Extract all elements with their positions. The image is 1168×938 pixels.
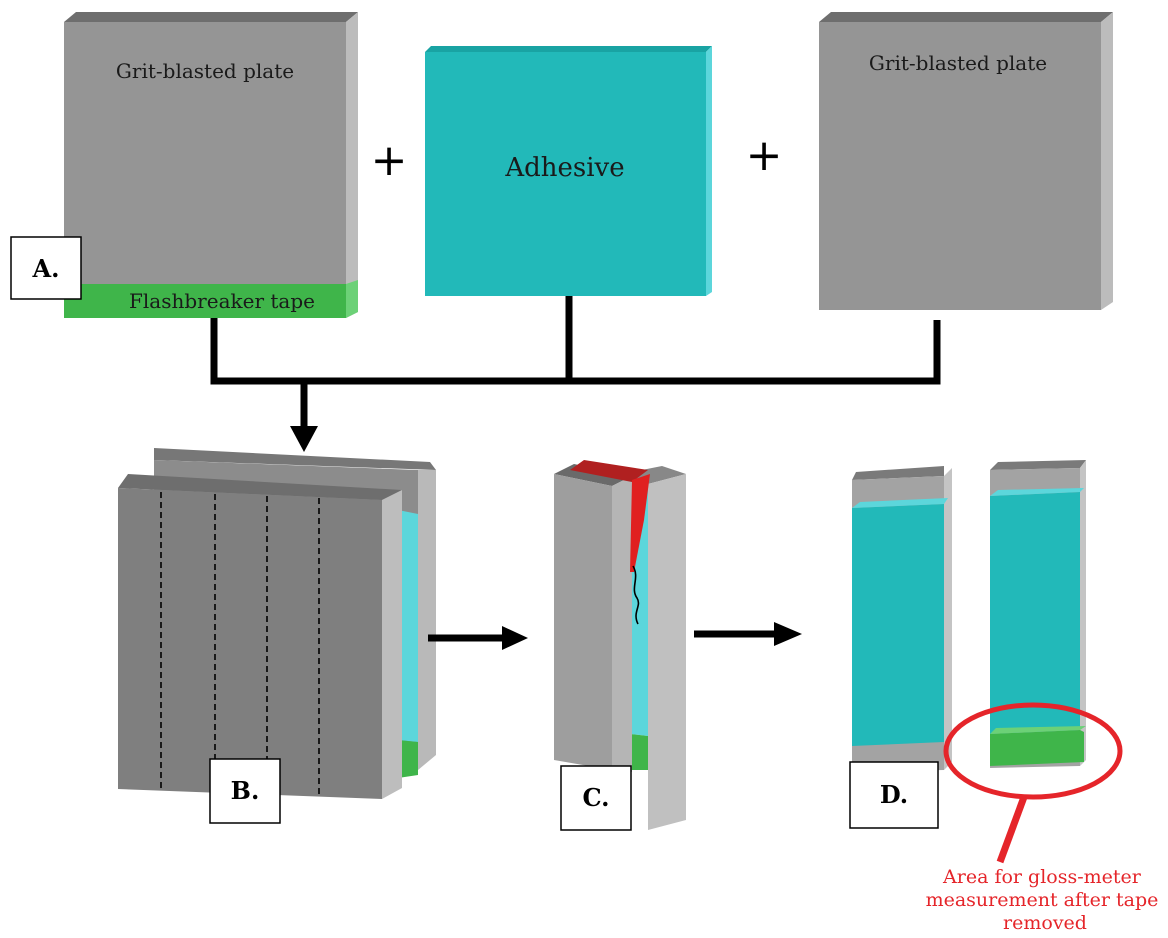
wedge-specimen-front-side xyxy=(612,476,632,772)
left-plate-label: Grit-blasted plate xyxy=(116,59,294,83)
half-left-side xyxy=(944,468,952,770)
adhesive-front-face xyxy=(425,52,706,296)
right-plate-top-face xyxy=(819,12,1113,22)
half-left-top xyxy=(852,466,944,480)
flashbreaker-tape-side xyxy=(346,280,358,318)
fractured-half-left xyxy=(852,466,952,772)
left-grit-blasted-plate: Grit-blasted plate Flashbreaker tape xyxy=(64,12,358,318)
wedge-specimen-front-face xyxy=(554,474,612,770)
annotation-line-3: removed xyxy=(1003,912,1087,934)
step-c-text: C. xyxy=(582,783,609,812)
step-a-label: A. xyxy=(10,236,82,300)
annotation-line-2: measurement after tape xyxy=(926,889,1159,911)
step-b-text: B. xyxy=(231,776,260,805)
half-right-adhesive xyxy=(990,492,1080,734)
half-right-tape-top xyxy=(990,726,1086,734)
half-left-adhesive xyxy=(852,504,944,746)
plus-sign-right: + xyxy=(746,130,783,181)
adhesive-side-edge xyxy=(706,46,712,296)
left-plate-side-face xyxy=(346,12,358,318)
adhesive-film: Adhesive xyxy=(425,46,712,296)
half-right-tape xyxy=(990,730,1084,766)
half-left-adhesive-top xyxy=(852,498,948,508)
left-plate-top-face xyxy=(64,12,358,22)
left-plate-front-face xyxy=(64,22,346,284)
front-plate-top xyxy=(118,474,402,500)
right-plate-side-face xyxy=(1101,12,1113,310)
arrow-b-to-c-head xyxy=(502,626,528,650)
flashbreaker-tape xyxy=(64,284,346,318)
gloss-area-highlight xyxy=(943,702,1123,800)
half-right-top xyxy=(990,460,1086,470)
annotation-pointer xyxy=(996,795,1028,864)
wedge-insert-top xyxy=(570,460,648,482)
step-d-text: D. xyxy=(880,780,908,809)
half-right-side xyxy=(1080,460,1086,766)
step-d-label: D. xyxy=(849,761,939,829)
back-plate-top xyxy=(154,448,436,470)
back-plate-side xyxy=(418,470,436,770)
half-right-adhesive-top xyxy=(990,488,1084,496)
crack-path xyxy=(632,565,640,625)
annotation-line-1: Area for gloss-meter xyxy=(942,866,1142,888)
wedge-insert xyxy=(630,474,650,572)
step-a-text: A. xyxy=(32,254,60,283)
right-plate-front-face xyxy=(819,22,1101,310)
right-plate-label: Grit-blasted plate xyxy=(869,51,1047,75)
arrow-down-head xyxy=(290,426,318,452)
wedge-specimen xyxy=(554,460,686,830)
annotation-text: Area for gloss-meter measurement after t… xyxy=(926,866,1165,934)
bonded-panel xyxy=(118,448,436,799)
adhesive-top-edge xyxy=(425,46,712,52)
right-grit-blasted-plate: Grit-blasted plate xyxy=(819,12,1113,310)
adhesive-label: Adhesive xyxy=(504,153,624,183)
step-c-label: C. xyxy=(560,765,632,831)
arrow-c-to-d-head xyxy=(774,622,802,646)
wedge-specimen-back-side xyxy=(648,474,686,830)
flashbreaker-tape-label: Flashbreaker tape xyxy=(129,289,315,313)
step-b-label: B. xyxy=(209,758,281,824)
front-plate-side xyxy=(382,490,402,799)
wedge-specimen-tape xyxy=(630,734,648,770)
fractured-half-right xyxy=(990,460,1086,768)
panel-adhesive-layer xyxy=(398,510,418,742)
assembly-connector xyxy=(210,296,941,428)
front-plate-front xyxy=(118,488,382,799)
panel-tape-layer xyxy=(398,740,418,778)
plus-sign-left: + xyxy=(371,135,408,186)
connector-left xyxy=(210,318,941,385)
gloss-meter-annotation: Area for gloss-meter measurement after t… xyxy=(926,702,1165,934)
